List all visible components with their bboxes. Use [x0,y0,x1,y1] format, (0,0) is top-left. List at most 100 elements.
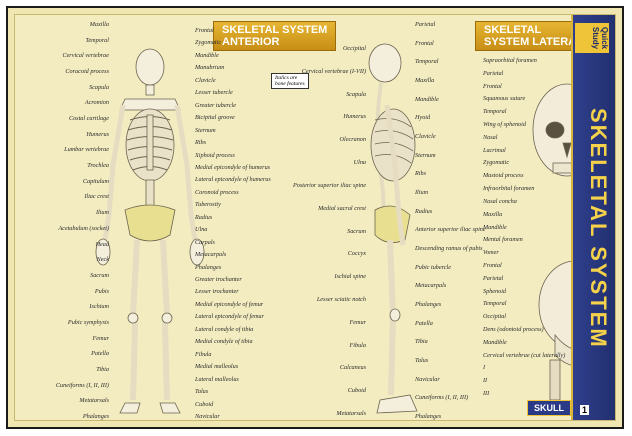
anterior-right-label: Manubrium [195,64,224,71]
lateral-left-label: Sacrum [347,228,366,235]
anterior-right-label: Bicipital groove [195,114,235,121]
lateral-left-label: Fibula [350,342,367,349]
anterior-left-label: Metatarsals [79,397,109,404]
lateral-right-label: Talus [415,357,428,364]
anterior-right-label: Ribs [195,139,206,146]
poster-panel: SKELETAL SYSTEM ANTERIOR SKELETAL SYSTEM… [14,14,616,421]
skull-labels-label: Mandible [483,224,507,231]
skull-section-badge: SKULL [527,400,571,416]
poster-frame: SKELETAL SYSTEM ANTERIOR SKELETAL SYSTEM… [6,6,624,429]
lateral-left-label: Medial sacral crest [318,205,366,212]
anterior-left-label: Acetabulum (socket) [58,225,109,232]
lateral-left-label: Scapula [346,91,366,98]
anterior-right-label: Lesser trochanter [195,288,239,295]
brand-badge: Quick Study [575,23,609,53]
lateral-right-label: Metacarpals [415,282,446,289]
lateral-skeleton [369,44,417,413]
skull-labels-label: I [483,364,485,371]
anterior-left-label: Tibia [96,366,109,373]
skull-labels-label: Supraorbital foramen [483,57,537,64]
anterior-right-label: Ulna [195,226,207,233]
anterior-right-label: Clavicle [195,77,216,84]
anterior-left-label: Lumbar vertebrae [64,146,109,153]
lateral-right-label: Anterior superior iliac spine [415,226,486,233]
skull-labels-label: Mastoid process [483,172,524,179]
anterior-right-label: Metacarpals [195,251,226,258]
lateral-right-label: Cuneiforms (I, II, III) [415,394,468,401]
lateral-right-label: Radius [415,208,432,215]
legend-note: Italics are bone features [271,73,309,89]
skull-labels-label: Dens (odontoid process) [483,326,544,333]
anterior-left-label: Capitulum [83,178,109,185]
skull-labels-label: Squamous suture [483,95,525,102]
anterior-left-label: Humerus [86,131,109,138]
lateral-left-label: Lesser sciatic notch [317,296,366,303]
anterior-right-label: Medial epicondyle of femur [195,301,263,308]
anterior-right-label: Frontal [195,27,214,34]
legend-note-line2: bone features [275,81,305,87]
skull-labels-label: Cervical vertebrae (cut laterally) [483,352,565,359]
skull-labels-label: Maxilla [483,211,502,218]
anterior-right-label: Tuberosity [195,201,221,208]
lateral-right-label: Ilium [415,189,428,196]
lateral-right-label: Patella [415,320,433,327]
anterior-left-label: Neck [97,256,109,263]
lateral-right-label: Hyoid [415,114,430,121]
anterior-left-label: Iliac crest [84,193,109,200]
anterior-left-label: Head [96,241,109,248]
skull-labels-label: Temporal [483,108,507,115]
lateral-right-label: Pubic tubercle [415,264,451,271]
lateral-right-label: Frontal [415,40,434,47]
skeleton-illustrations [15,15,619,424]
anterior-right-label: Sternum [195,127,216,134]
anterior-right-label: Medial condyle of tibia [195,338,253,345]
anterior-left-label: Coracoid process [65,68,109,75]
anterior-right-label: Medial malleolus [195,363,238,370]
anterior-left-label: Pubis [95,288,109,295]
anterior-left-label: Phalanges [83,413,109,420]
lateral-right-label: Descending ramus of pubis [415,245,483,252]
lateral-right-label: Ribs [415,170,426,177]
lateral-right-label: Temporal [415,58,439,65]
lateral-left-label: Ischial spine [335,273,366,280]
anterior-right-label: Lateral condyle of tibia [195,326,253,333]
anterior-banner: SKELETAL SYSTEM ANTERIOR [213,21,336,51]
lateral-right-label: Maxilla [415,77,434,84]
skull-labels-label: Infraorbital foramen [483,185,534,192]
anterior-left-label: Cuneiforms (I, II, III) [56,382,109,389]
anterior-left-label: Maxilla [90,21,109,28]
anterior-right-label: Lateral malleolus [195,376,239,383]
lateral-left-label: Olecranon [340,136,366,143]
anterior-left-label: Acromion [85,99,109,106]
anterior-right-label: Carpals [195,239,215,246]
lateral-left-label: Calcaneus [340,364,366,371]
anterior-banner-line2: ANTERIOR [222,36,327,48]
anterior-skeleton [96,49,204,413]
skull-labels-label: Vomer [483,249,499,256]
anterior-right-label: Fibula [195,351,212,358]
skull-labels-label: Mandible [483,339,507,346]
anterior-right-label: Greater tubercle [195,102,236,109]
anterior-right-label: Xiphoid process [195,152,235,159]
skull-labels-label: Mental foramen [483,236,523,243]
anterior-right-label: Zygomatic [195,39,221,46]
lateral-right-label: Mandible [415,96,439,103]
skull-labels-label: Temporal [483,300,507,307]
lateral-left-label: Coccyx [348,250,366,257]
anterior-left-label: Sacrum [90,272,109,279]
lateral-right-label: Parietal [415,21,435,28]
anterior-right-label: Medial epicondyle of humerus [195,164,270,171]
side-title: SKELETAL SYSTEM [577,63,611,393]
skull-labels-label: II [483,377,487,384]
lateral-right-label: Sternum [415,152,436,159]
lateral-right-label: Phalanges [415,413,441,420]
anterior-right-label: Lesser tubercle [195,89,233,96]
lateral-right-label: Clavicle [415,133,436,140]
skull-labels-label: Wing of sphenoid [483,121,526,128]
lateral-left-label: Occipital [343,45,366,52]
skull-labels-label: III [483,390,489,397]
lateral-left-label: Humerus [343,113,366,120]
skull-labels-label: Sphenoid [483,288,506,295]
anterior-left-label: Scapula [89,84,109,91]
anterior-left-label: Ilium [96,209,109,216]
